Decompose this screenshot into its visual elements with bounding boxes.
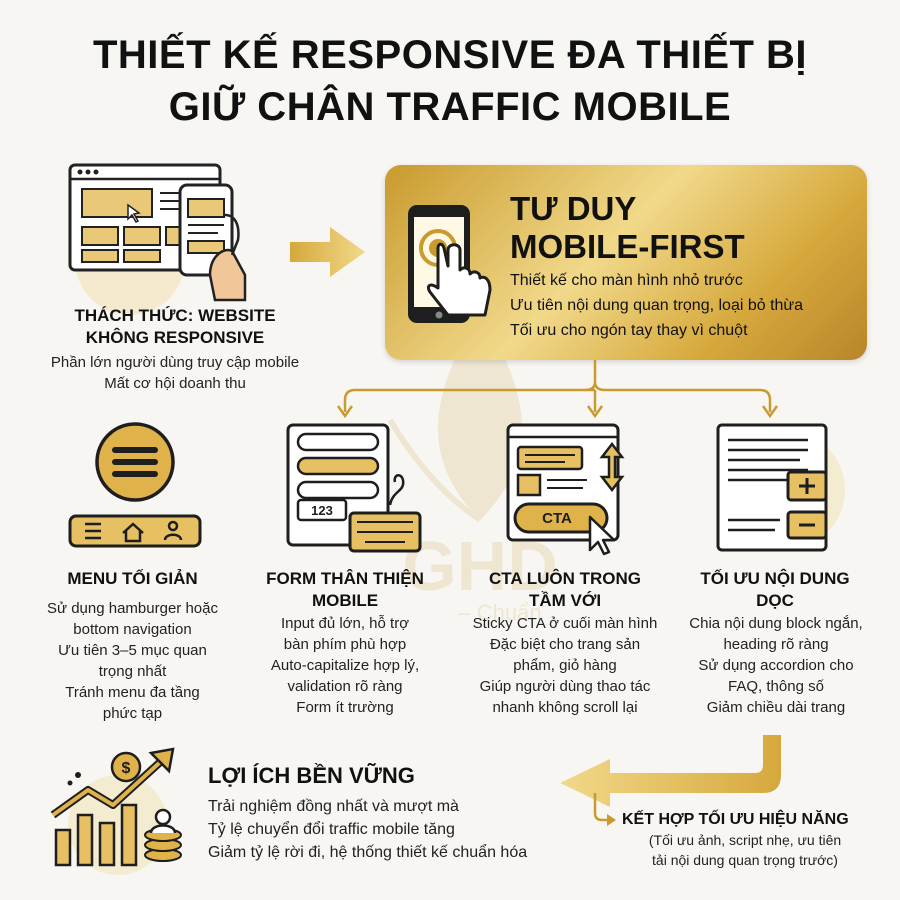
cta-line: Đặc biệt cho trang sản	[489, 636, 641, 653]
benefits-line: Trải nghiệm đồng nhất và mượt mà	[208, 798, 459, 815]
content-line: Chia nội dung block ngắn,	[689, 615, 863, 632]
benefits-line: Tỷ lệ chuyển đổi traffic mobile tăng	[208, 821, 455, 838]
watermark-logo: GHD – Chuẩn	[387, 310, 558, 625]
branch-connector-icon	[336, 360, 779, 419]
performance-heading: KẾT HỢP TỐI ƯU HIỆU NĂNG	[622, 811, 849, 828]
form-line: Auto-capitalize hợp lý,	[270, 657, 420, 674]
desktop-phone-illustration-icon	[68, 163, 247, 315]
content-heading-line1: TỐI ƯU NỘI DUNG	[700, 569, 850, 588]
page-title-line1: THIẾT KẾ RESPONSIVE ĐA THIẾT BỊ	[92, 33, 808, 77]
cta-line: Giúp người dùng thao tác	[479, 678, 651, 695]
performance-line: (Tối ưu ảnh, script nhẹ, ưu tiên	[648, 832, 842, 848]
cta-line: nhanh không scroll lại	[492, 699, 638, 716]
challenge-line: Phần lớn người dùng truy cập mobile	[50, 354, 300, 371]
cta-line: phẩm, giỏ hàng	[513, 657, 617, 674]
mobile-first-heading-line1: TƯ DUY	[510, 190, 637, 227]
mobile-first-heading-line2: MOBILE-FIRST	[510, 228, 745, 265]
form-heading-line2: MOBILE	[311, 591, 379, 610]
form-keyboard-icon: 123	[286, 423, 422, 553]
content-line: Giảm chiều dài trang	[706, 699, 846, 716]
cta-heading-line2: TẦM VỚI	[528, 591, 602, 610]
content-heading-line2: DỌC	[756, 591, 794, 610]
cta-icon-text: CTA	[542, 510, 572, 527]
return-arrow-icon	[560, 735, 781, 826]
challenge-heading-line1: THÁCH THỨC: WEBSITE	[74, 306, 276, 325]
cta-pointer-icon: CTA	[506, 423, 625, 556]
form-icon-text: 123	[311, 503, 333, 518]
menu-line: Sử dụng hamburger hoặc	[47, 600, 218, 617]
form-line: bàn phím phù hợp	[283, 636, 407, 653]
menu-line: Ưu tiên 3–5 mục quan	[58, 642, 207, 659]
performance-line: tải nội dung quan trọng trước)	[652, 852, 838, 868]
svg-text:$: $	[122, 760, 131, 777]
watermark-subtext: – Chuẩn	[458, 600, 541, 625]
menu-line: bottom navigation	[73, 621, 192, 638]
menu-line: Tránh menu đa tầng	[65, 684, 200, 701]
cta-heading-line1: CTA LUÔN TRONG	[488, 569, 642, 588]
content-line: FAQ, thông số	[728, 678, 824, 695]
menu-line: phức tạp	[102, 705, 163, 722]
content-line: heading rõ ràng	[723, 636, 829, 653]
content-line: Sử dụng accordion cho	[698, 657, 854, 674]
benefits-line: Giảm tỷ lệ rời đi, hệ thống thiết kế chu…	[208, 844, 528, 861]
mobile-first-line: Tối ưu cho ngón tay thay vì chuột	[510, 322, 748, 339]
phone-tap-icon	[408, 205, 492, 323]
mobile-first-line: Thiết kế cho màn hình nhỏ trước	[510, 272, 743, 289]
growth-chart-icon: $	[50, 747, 182, 875]
vertical-content-icon	[716, 423, 845, 552]
challenge-heading-line2: KHÔNG RESPONSIVE	[85, 328, 265, 347]
form-line: Input đủ lớn, hỗ trợ	[280, 615, 410, 632]
form-line: Form ít trường	[296, 699, 394, 716]
challenge-line: Mất cơ hội doanh thu	[104, 375, 246, 392]
benefits-heading: LỢI ÍCH BỀN VỮNG	[208, 763, 415, 788]
menu-line: trọng nhất	[98, 663, 167, 680]
page-title-line2: GIỮ CHÂN TRAFFIC MOBILE	[168, 85, 732, 129]
form-heading-line1: FORM THÂN THIỆN	[266, 569, 424, 588]
arrow-right-icon	[290, 227, 365, 277]
hamburger-menu-icon	[68, 422, 202, 548]
form-line: validation rõ ràng	[287, 678, 403, 695]
mobile-first-line: Ưu tiên nội dung quan trọng, loại bỏ thừ…	[510, 297, 804, 314]
cta-line: Sticky CTA ở cuối màn hình	[472, 615, 658, 632]
menu-heading: MENU TỐI GIẢN	[67, 569, 198, 588]
